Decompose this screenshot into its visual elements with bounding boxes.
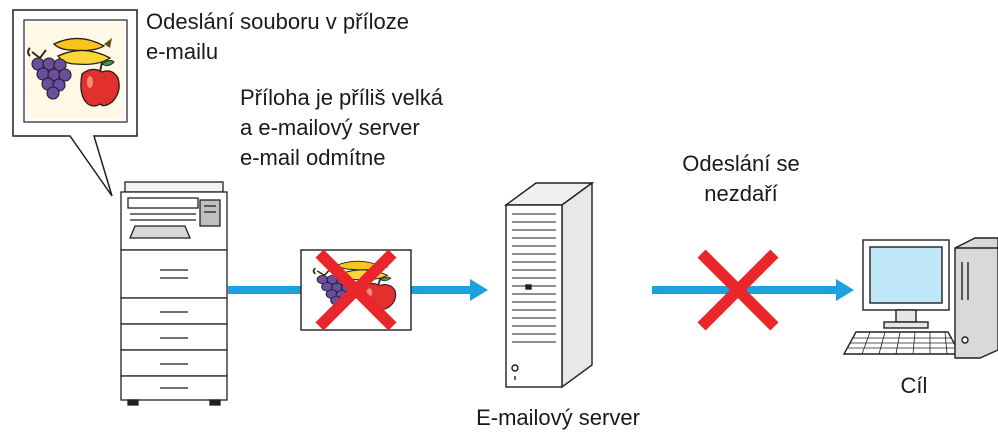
destination-label: Cíl <box>900 373 928 398</box>
rejection-note-line-3: e-mail odmítne <box>240 145 386 170</box>
rejection-note-line-2: a e-mailový server <box>240 115 420 140</box>
callout-text-line-1: Odeslání souboru v příloze <box>146 9 409 34</box>
callout-text-line-2: e-mailu <box>146 39 219 64</box>
desktop-computer-icon <box>842 237 998 359</box>
email-server-tower-icon <box>503 181 595 389</box>
mfp-printer-icon <box>120 181 228 406</box>
failure-note-line-2: nezdaří <box>704 181 778 206</box>
rejection-note-line-1: Příloha je příliš velká <box>240 85 443 110</box>
failure-note-line-1: Odeslání se <box>682 151 800 176</box>
server-label: E-mailový server <box>476 405 640 430</box>
